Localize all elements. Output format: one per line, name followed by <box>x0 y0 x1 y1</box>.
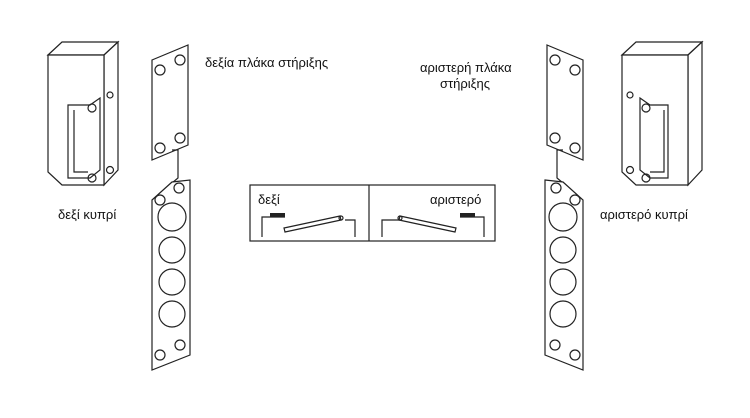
left-plate-label-line1: αριστερή πλάκα <box>420 60 512 75</box>
left-strike-drawing <box>620 40 704 187</box>
left-plate-drawing <box>544 44 584 371</box>
left-plate-label-line2: στήριξης <box>440 76 490 91</box>
right-strike-label: δεξί κυπρί <box>58 207 116 222</box>
left-strike-label: αριστερό κυπρί <box>600 207 688 222</box>
right-strike-drawing <box>46 40 120 187</box>
legend-right-label: δεξί <box>258 192 280 207</box>
right-plate-label: δεξία πλάκα στήριξης <box>205 55 328 70</box>
right-plate-drawing <box>151 44 191 371</box>
orientation-legend <box>249 184 496 242</box>
legend-left-label: αριστερό <box>430 192 481 207</box>
